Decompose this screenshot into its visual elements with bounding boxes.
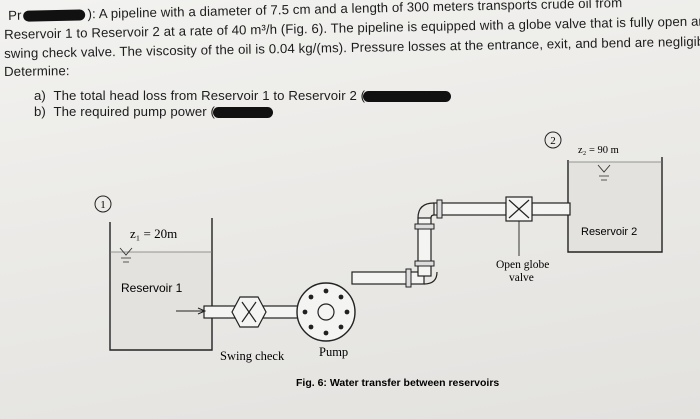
pump-label: Pump: [319, 345, 348, 359]
figure-caption: Fig. 6: Water transfer between reservoir…: [296, 377, 499, 389]
water-level-marker: [597, 164, 611, 173]
question-a-marker: a): [34, 88, 46, 103]
swing-check-valve: [231, 296, 267, 328]
pump: [296, 282, 356, 342]
redaction-bar: [363, 91, 452, 103]
question-b-marker: b): [34, 104, 46, 119]
globe-valve-label-2: valve: [509, 272, 534, 284]
question-a-text: The total head loss from Reservoir 1 to …: [53, 88, 366, 103]
point-2-marker: 2: [544, 131, 562, 149]
reservoir-1-liquid: [111, 252, 211, 349]
redaction-bar: [213, 107, 274, 119]
reservoir-1: [109, 218, 213, 351]
question-b-text: The required pump power (: [53, 104, 216, 119]
reservoir-2-liquid: [569, 162, 661, 251]
swing-check-label: Swing check: [220, 349, 285, 363]
water-level-marker: [119, 247, 133, 256]
point-1-label: 1: [100, 199, 106, 211]
reservoir-2-label: Reservoir 2: [581, 226, 637, 238]
reservoir-1-label: Reservoir 1: [121, 281, 183, 295]
point-2-label: 2: [550, 135, 556, 147]
globe-valve: [505, 196, 533, 256]
flow-arrow: [176, 307, 207, 315]
z1-label: z₁ = 20m: [130, 226, 177, 241]
question-b: b) The required pump power (: [34, 104, 274, 119]
question-a: a) The total head loss from Reservoir 1 …: [34, 88, 452, 103]
point-1-marker: 1: [94, 195, 112, 213]
globe-valve-label-1: Open globe: [496, 259, 549, 271]
z2-label: z₂ = 90 m: [578, 145, 619, 156]
